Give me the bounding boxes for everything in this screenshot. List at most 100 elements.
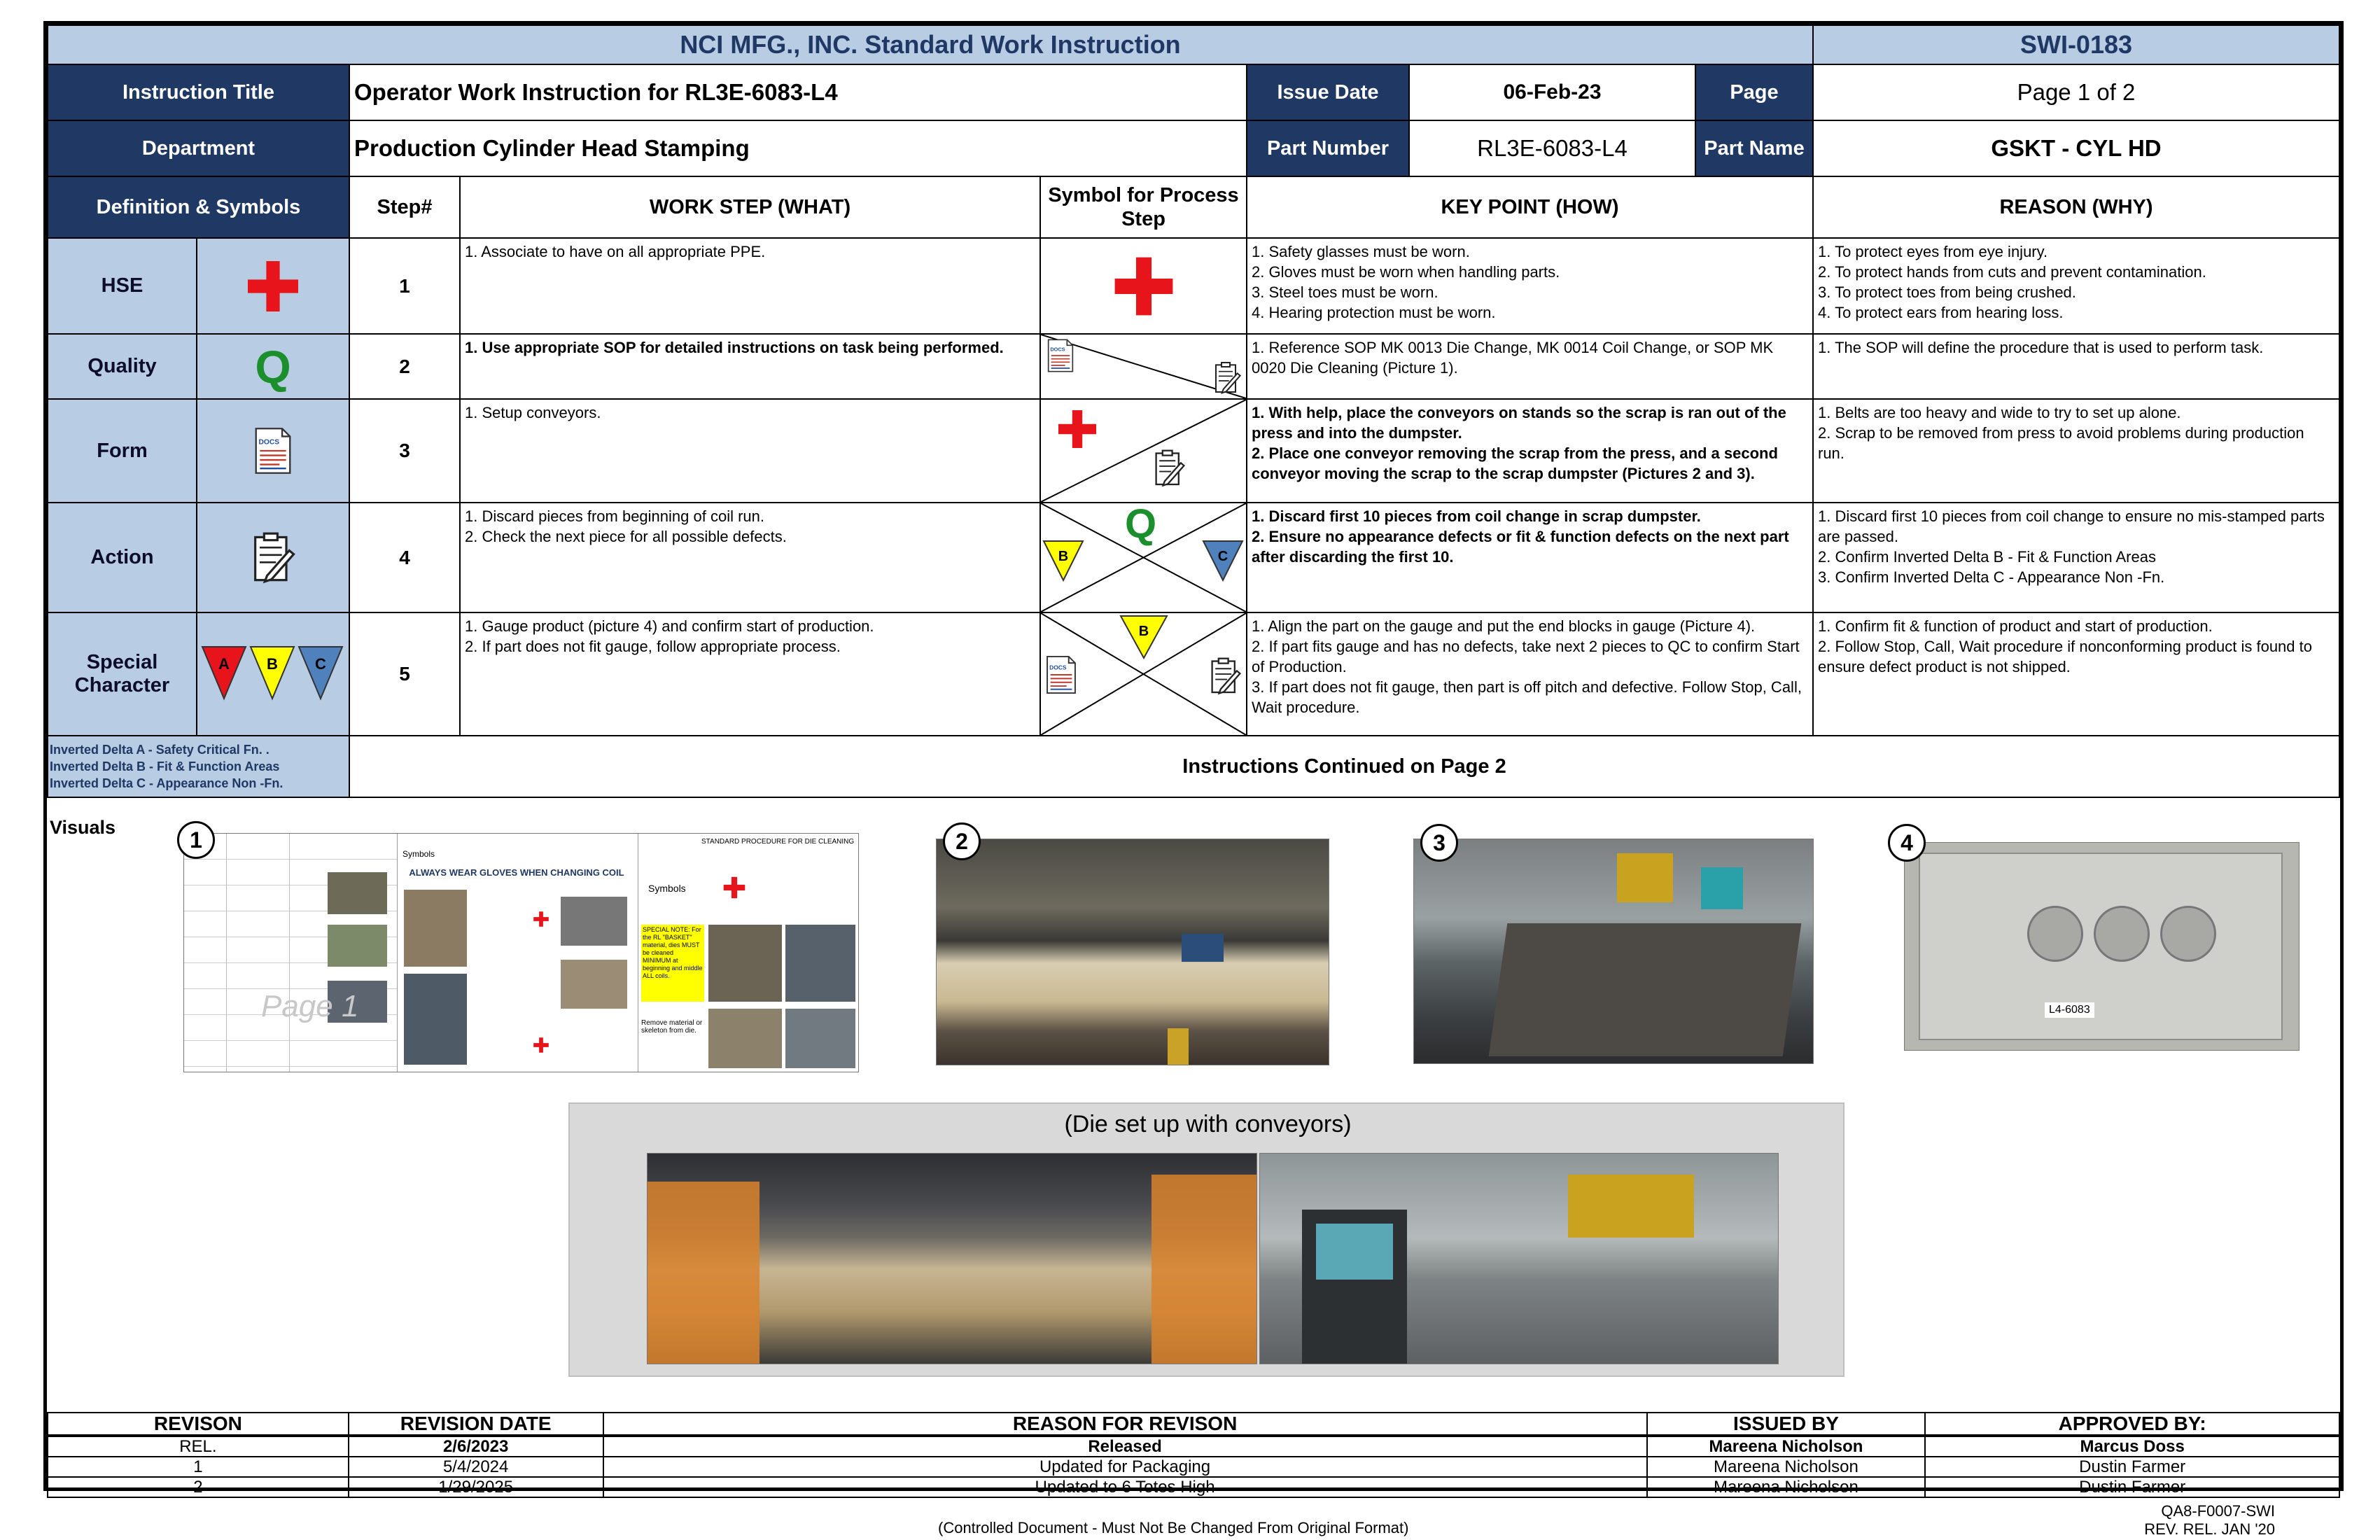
checklist-icon (1153, 449, 1185, 488)
department-label: Department (47, 120, 350, 177)
step-why: 1. To protect eyes from eye injury. 2. T… (1812, 237, 2340, 335)
photo-detail (1152, 1175, 1256, 1364)
approved-by-cell: Marcus Doss (1924, 1435, 2340, 1457)
delta-legend-a: Inverted Delta A - Safety Critical Fn. . (50, 743, 270, 757)
special-character-label: Special Character (47, 612, 197, 736)
picture-badge-1: 1 (177, 821, 215, 859)
revision-date-cell: 1/29/2025 (347, 1476, 604, 1498)
definitions-header: Definition & Symbols (47, 176, 350, 239)
photo-detail (1168, 1028, 1189, 1065)
sop-page-grid (226, 834, 227, 1072)
step-symbol-cell (1040, 237, 1247, 335)
revision-date-cell: 2/6/2023 (347, 1435, 604, 1457)
sop-page-grid (289, 834, 290, 1072)
step-why: 1. Belts are too heavy and wide to try t… (1812, 398, 2340, 503)
sop-photo (328, 981, 387, 1023)
form-definition-cell (196, 398, 350, 503)
issue-date-value: 06-Feb-23 (1408, 64, 1696, 121)
picture-badge-3: 3 (1420, 824, 1458, 862)
die-setup-caption: (Die set up with conveyors) (1064, 1111, 1352, 1138)
step-number: 2 (349, 333, 461, 400)
q-letter-icon: Q (1125, 501, 1157, 547)
photo-detail (1182, 934, 1224, 962)
sop-symbols-label: Symbols (648, 883, 686, 894)
diagonal-divider (1041, 335, 1246, 398)
step-what: 1. Discard pieces from beginning of coil… (459, 502, 1041, 613)
part-name-value: GSKT - CYL HD (1812, 120, 2340, 177)
checklist-icon (1209, 657, 1241, 696)
sop-header-right: STANDARD PROCEDURE FOR DIE CLEANING (701, 838, 855, 846)
page-value: Page 1 of 2 (1812, 64, 2340, 121)
checklist-icon (1213, 361, 1241, 395)
page-watermark: Page 1 (261, 989, 359, 1023)
action-definition-cell (196, 502, 350, 613)
red-cross-icon (245, 258, 301, 314)
delta-letter-b: B (267, 655, 278, 673)
sop-page-3: STANDARD PROCEDURE FOR DIE CLEANING Symb… (638, 834, 858, 1072)
part-number-value: RL3E-6083-L4 (1408, 120, 1696, 177)
gauge-boss (2027, 906, 2083, 962)
docs-icon (253, 427, 293, 475)
revision-reason-cell: Released (602, 1435, 1648, 1457)
revision-date-col-header: REVISION DATE (347, 1412, 604, 1437)
hse-definition-cell (196, 237, 350, 335)
x-divider (1041, 613, 1246, 735)
picture-4-gauge: L4-6083 (1904, 842, 2300, 1051)
delta-letter-c: C (315, 655, 326, 673)
revision-reason-cell: Updated to 6 Totes High (602, 1476, 1648, 1498)
photo-detail (1316, 1224, 1393, 1280)
sop-photo (404, 890, 467, 967)
delta-triangles-icon: A B C (201, 646, 344, 701)
step-number: 4 (349, 502, 461, 613)
picture-badge-2: 2 (943, 822, 981, 860)
revision-header-row: REVISON REVISION DATE REASON FOR REVISON… (47, 1412, 2340, 1437)
sop-photo (785, 925, 855, 1002)
revision-table: REVISON REVISION DATE REASON FOR REVISON… (47, 1412, 2340, 1498)
delta-letter-a: A (218, 655, 230, 673)
issued-by-col-header: ISSUED BY (1646, 1412, 1926, 1437)
key-point-header: KEY POINT (HOW) (1246, 176, 1814, 239)
delta-legend-b: Inverted Delta B - Fit & Function Areas (50, 760, 280, 774)
sop-special-note: SPECIAL NOTE: For the RL "BASKET" materi… (641, 925, 704, 1002)
form-revision: REV. REL. JAN '20 (2144, 1520, 2275, 1538)
form-label: Form (47, 398, 197, 503)
form-number: QA8-F0007-SWI (2161, 1502, 2275, 1520)
red-cross-icon (533, 911, 550, 927)
revision-row: 1 5/4/2024 Updated for Packaging Mareena… (47, 1456, 2340, 1478)
step-why: 1. Discard first 10 pieces from coil cha… (1812, 502, 2340, 613)
photo-detail (1617, 853, 1673, 902)
revision-cell: 1 (47, 1456, 349, 1478)
step-how: 1. Discard first 10 pieces from coil cha… (1246, 502, 1814, 613)
step-why: 1. Confirm fit & function of product and… (1812, 612, 2340, 736)
delta-letter-c: C (1218, 549, 1228, 564)
delta-b-icon: B (1042, 540, 1084, 582)
step-number: 3 (349, 398, 461, 503)
sop-photo (404, 974, 467, 1065)
checklist-icon (251, 531, 295, 584)
delta-c-icon: C (1202, 540, 1244, 582)
approved-by-col-header: APPROVED BY: (1924, 1412, 2340, 1437)
delta-legend-c: Inverted Delta C - Appearance Non -Fn. (50, 776, 284, 790)
quality-definition-cell: Q (196, 333, 350, 400)
page-label: Page (1695, 64, 1814, 121)
red-cross-icon (1056, 408, 1098, 450)
step-what: 1. Associate to have on all appropriate … (459, 237, 1041, 335)
step-header: Step# (349, 176, 461, 239)
reason-col-header: REASON FOR REVISON (602, 1412, 1648, 1437)
picture-badge-4: 4 (1888, 824, 1926, 862)
issued-by-cell: Mareena Nicholson (1646, 1476, 1926, 1498)
sop-remove-note: Remove material or skeleton from die. (641, 1019, 703, 1035)
instruction-title-label: Instruction Title (47, 64, 350, 121)
revision-cell: REL. (47, 1435, 349, 1457)
reason-header: REASON (WHY) (1812, 176, 2340, 239)
special-character-definition-cell: A B C (196, 612, 350, 736)
picture-2-press-conveyor (936, 839, 1329, 1065)
x-divider (1041, 503, 1246, 612)
red-cross-icon (1112, 254, 1176, 318)
sop-symbols-label: Symbols (402, 849, 435, 859)
sop-banner: ALWAYS WEAR GLOVES WHEN CHANGING COIL (409, 867, 624, 878)
delta-legend: Inverted Delta A - Safety Critical Fn. .… (47, 735, 350, 798)
step-number: 5 (349, 612, 461, 736)
step-what: 1. Gauge product (picture 4) and confirm… (459, 612, 1041, 736)
docs-icon (1045, 655, 1077, 694)
